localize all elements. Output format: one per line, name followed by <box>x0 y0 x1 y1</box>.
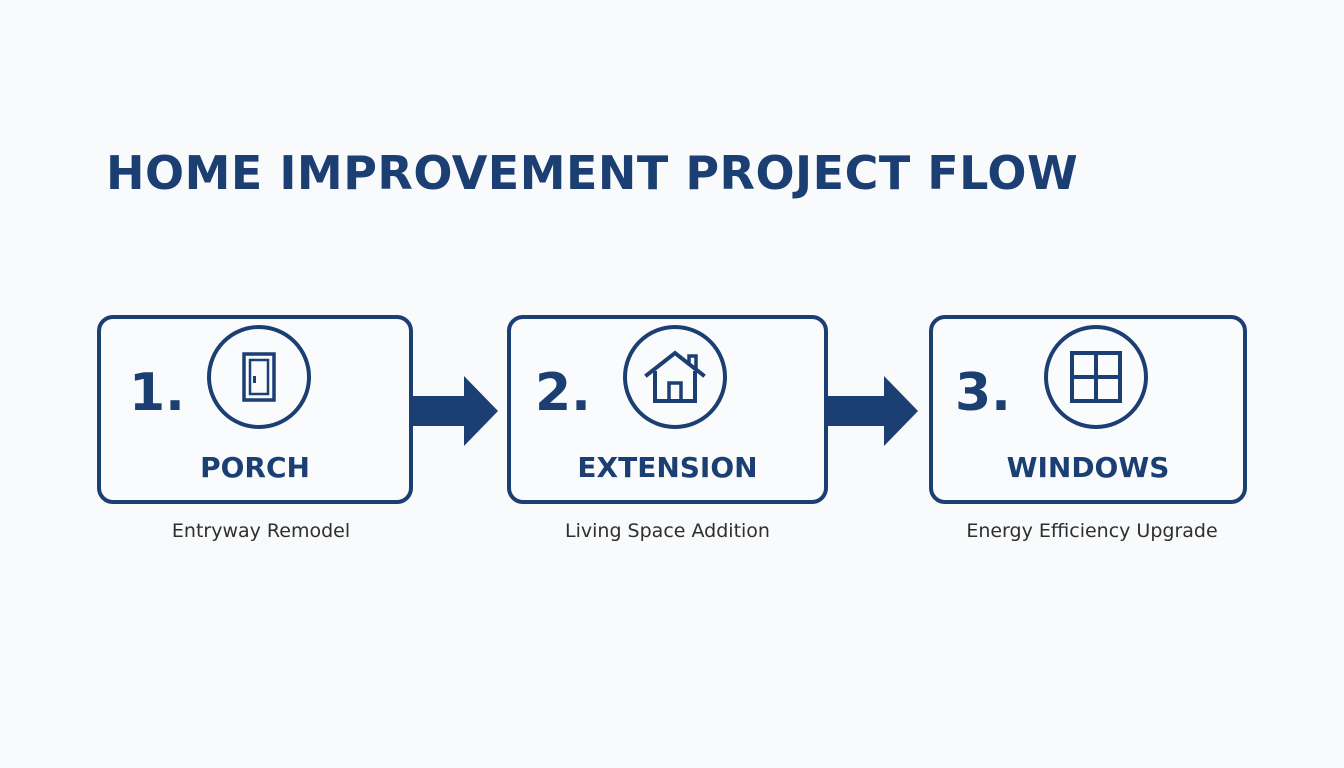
page-title: HOME IMPROVEMENT PROJECT FLOW <box>106 146 1079 200</box>
window-icon <box>1044 325 1148 429</box>
step-number: 2. <box>535 363 591 423</box>
step-label: EXTENSION <box>577 451 758 484</box>
step-card-porch: 1. PORCH <box>97 315 413 504</box>
step-card-extension: 2. EXTENSION <box>507 315 828 504</box>
step-label: PORCH <box>200 451 310 484</box>
door-icon <box>207 325 311 429</box>
step-caption: Living Space Addition <box>565 520 770 542</box>
step-number: 3. <box>955 363 1011 423</box>
step-caption: Energy Efficiency Upgrade <box>966 520 1218 542</box>
arrow-right-icon <box>828 376 918 446</box>
step-card-windows: 3. WINDOWS <box>929 315 1247 504</box>
step-number: 1. <box>129 363 185 423</box>
arrow-right-icon <box>413 376 498 446</box>
step-caption: Entryway Remodel <box>171 520 351 542</box>
step-label: WINDOWS <box>1006 451 1170 484</box>
house-icon <box>623 325 727 429</box>
